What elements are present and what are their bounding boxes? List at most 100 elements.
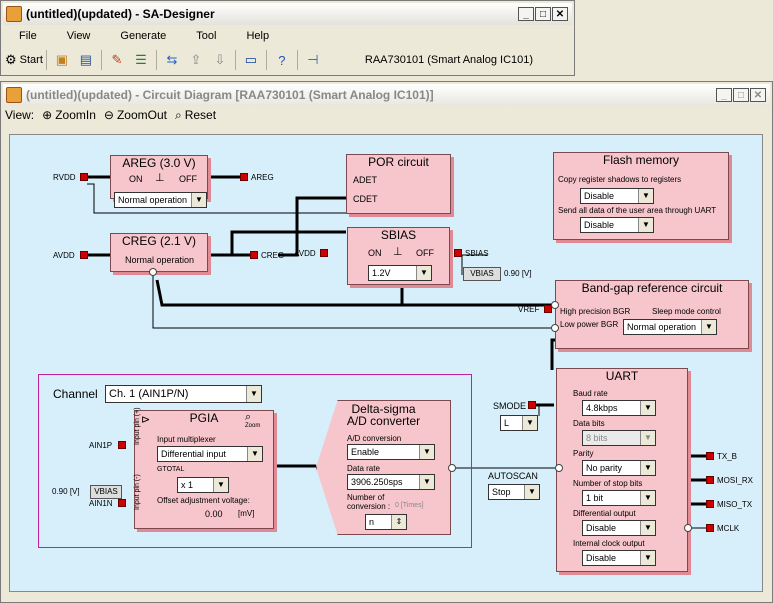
ain1p-label: AIN1P	[89, 441, 113, 450]
diagram-maximize-button[interactable]: □	[733, 88, 749, 102]
areg-title: AREG (3.0 V)	[122, 156, 196, 170]
reset-button[interactable]: ⌕Reset	[175, 108, 216, 123]
areg-block[interactable]: AREG (3.0 V) ON OFF ⊥ Normal operation▼	[110, 155, 208, 208]
adc-num-label-2: conversion :	[347, 502, 391, 511]
circuit-diagram-window: (untitled)(updated) - Circuit Diagram [R…	[0, 81, 773, 603]
menu-bar: File View Generate Tool Help	[3, 27, 283, 45]
open-icon[interactable]: ▣	[55, 52, 69, 67]
diagram-minimize-button[interactable]: _	[716, 88, 732, 102]
minimize-button[interactable]: _	[518, 7, 534, 21]
areg-pin[interactable]	[240, 173, 248, 181]
menu-file[interactable]: File	[19, 30, 37, 42]
mclk-pin[interactable]	[706, 524, 714, 532]
pgia-mux-select[interactable]: Differential input▼	[157, 446, 263, 462]
areg-mode-select[interactable]: Normal operation▼	[114, 192, 207, 208]
sbias-value: 1.2V	[372, 268, 391, 278]
uart-stop-select[interactable]: 1 bit▼	[582, 490, 656, 506]
uart-block[interactable]: UART Baud rate 4.8kbps▼ Data bits 8 bits…	[556, 368, 688, 572]
pgia-gain-select[interactable]: x 1▼	[177, 477, 229, 493]
rvdd-pin[interactable]	[80, 173, 88, 181]
device-label: RAA730101 (Smart Analog IC101)	[364, 54, 534, 66]
zoomout-icon: ⊖	[103, 108, 114, 122]
mosi-label: MOSI_RX	[717, 476, 754, 485]
menu-help[interactable]: Help	[246, 30, 270, 42]
smode-select[interactable]: L▼	[500, 415, 538, 431]
help-icon[interactable]: ?	[278, 52, 286, 68]
menu-view[interactable]: View	[66, 30, 91, 42]
zoomout-label: ZoomOut	[116, 108, 167, 122]
smode-pin[interactable]	[528, 401, 536, 409]
upload-icon[interactable]: ⇪	[190, 52, 202, 67]
save-icon[interactable]: ▤	[79, 52, 93, 67]
adc-block[interactable]: Delta-sigma A/D converter A/D conversion…	[316, 400, 451, 535]
creg-pin[interactable]	[250, 251, 258, 259]
menu-generate[interactable]: Generate	[120, 30, 167, 42]
diagram-close-button[interactable]: ✕	[750, 88, 766, 102]
miso-pin[interactable]	[706, 500, 714, 508]
bgr-block[interactable]: Band-gap reference circuit High precisio…	[555, 280, 749, 349]
ain1n-pin[interactable]	[118, 499, 126, 507]
por-block[interactable]: POR circuit ADET CDET	[346, 154, 451, 214]
download-icon[interactable]: ⇩	[214, 52, 226, 67]
adc-title-1: Delta-sigma	[351, 402, 416, 416]
creg-block[interactable]: CREG (2.1 V) Normal operation	[110, 233, 208, 272]
bgr-title: Band-gap reference circuit	[581, 281, 723, 295]
uart-parity-select[interactable]: No parity▼	[582, 460, 656, 476]
sbias-vbias-value: 0.90 [V]	[504, 269, 532, 278]
smode-label: SMODE	[493, 401, 527, 411]
adc-conv-select[interactable]: Enable▼	[347, 444, 435, 460]
sbias-avdd-pin[interactable]	[320, 249, 328, 257]
pgia-title: PGIA	[189, 411, 219, 425]
bgr-sleep-select[interactable]: Normal operation▼	[623, 319, 717, 335]
window-icon[interactable]: ▭	[244, 52, 258, 67]
connect-icon[interactable]: ⇆	[166, 52, 178, 67]
flash-send-select[interactable]: Disable▼	[580, 217, 654, 233]
areg-out-label: AREG	[251, 173, 274, 182]
pin-icon[interactable]: ⊣	[307, 52, 319, 67]
flash-copy-select[interactable]: Disable▼	[580, 188, 654, 204]
start-label: Start	[19, 54, 43, 66]
sbias-block[interactable]: SBIAS ON OFF ⊥ 1.2V▼	[347, 227, 450, 285]
sbias-switch[interactable]: ⊥	[393, 246, 403, 258]
areg-switch[interactable]: ⊥	[155, 172, 165, 184]
txb-pin[interactable]	[706, 452, 714, 460]
maximize-button[interactable]: □	[535, 7, 551, 21]
vref-pin[interactable]	[544, 305, 552, 313]
generate-icon[interactable]: ✎	[111, 52, 123, 67]
creg-mode-label: Normal operation	[125, 255, 195, 265]
list-icon[interactable]: ☰	[135, 52, 147, 67]
pgia-block[interactable]: PGIA ⊳ ⌕ Zoom Input multiplexer Differen…	[134, 410, 274, 529]
adc-rate-select[interactable]: 3906.250sps▼	[347, 474, 435, 490]
close-button[interactable]: ✕	[552, 7, 568, 21]
mclk-label: MCLK	[717, 524, 740, 533]
pgia-zoom-icon[interactable]: ⌕	[245, 411, 252, 423]
mosi-pin[interactable]	[706, 476, 714, 484]
zoomin-button[interactable]: ⊕ZoomIn	[42, 108, 96, 122]
zoomout-button[interactable]: ⊖ZoomOut	[104, 108, 167, 122]
uart-bits-select[interactable]: 8 bits▼	[582, 430, 656, 446]
autoscan-select[interactable]: Stop▼	[488, 484, 540, 500]
app-title: (untitled)(updated) - SA-Designer	[26, 7, 215, 21]
channel-select[interactable]: Ch. 1 (AIN1P/N)▼	[105, 385, 262, 403]
ain1p-pin[interactable]	[118, 441, 126, 449]
sbias-select[interactable]: 1.2V▼	[368, 265, 432, 281]
flash-copy-value: Disable	[584, 191, 615, 201]
uart-diff-select[interactable]: Disable▼	[582, 520, 656, 536]
reset-icon: ⌕	[174, 107, 182, 122]
avdd-pin[interactable]	[80, 251, 88, 259]
flash-block[interactable]: Flash memory Copy register shadows to re…	[553, 152, 729, 240]
adc-num-stepper[interactable]: n⇕	[365, 514, 407, 530]
pgia-mux-value: Differential input	[161, 449, 226, 459]
uart-clk-select[interactable]: Disable▼	[582, 550, 656, 566]
adc-conv-label: A/D conversion	[347, 434, 402, 443]
ain1n-label: AIN1N	[89, 499, 113, 508]
sbias-pin[interactable]	[454, 249, 462, 257]
menu-tool[interactable]: Tool	[196, 30, 217, 42]
uart-stop-label: Number of stop bits	[573, 479, 643, 488]
uart-baud-select[interactable]: 4.8kbps▼	[582, 400, 656, 416]
uart-diff-value: Disable	[586, 523, 617, 533]
channel-label: Channel	[53, 387, 98, 401]
por-title: POR circuit	[368, 155, 429, 169]
start-button[interactable]: ⚙ Start	[5, 52, 43, 68]
bgr-sleep-label: Sleep mode control	[652, 307, 721, 316]
